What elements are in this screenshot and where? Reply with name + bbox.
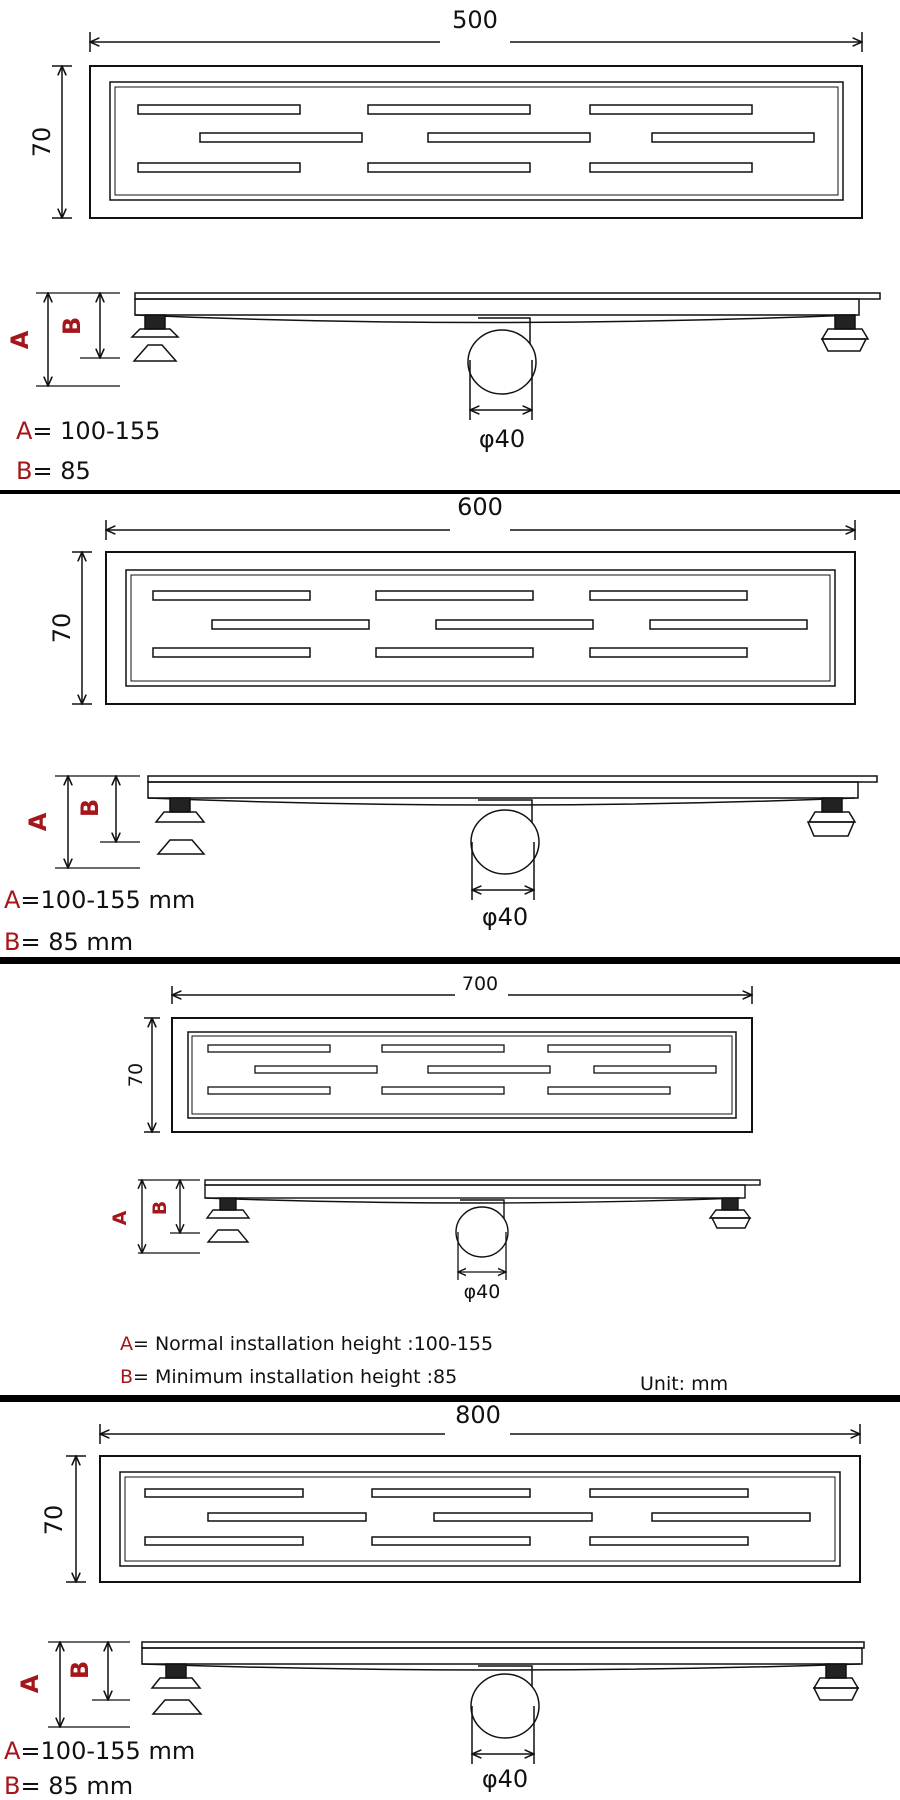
separator-line xyxy=(0,490,900,494)
grate-slots xyxy=(152,590,808,658)
b-label: B xyxy=(149,1201,171,1215)
height-label: 70 xyxy=(125,1063,147,1087)
separator-line xyxy=(0,957,900,964)
panel-800: 800 70 xyxy=(4,1401,865,1800)
legend-a: A= Normal installation height :100-155 xyxy=(120,1333,493,1355)
drain-side-view xyxy=(130,292,881,395)
a-label: A xyxy=(16,1674,44,1693)
legend-a: A=100-155 mm xyxy=(4,886,195,914)
pipe-diameter-label: φ40 xyxy=(482,1765,528,1793)
pipe-diameter-label: φ40 xyxy=(482,903,528,931)
drain-plate-top-view xyxy=(171,1017,753,1133)
unit-label: Unit: mm xyxy=(640,1373,728,1395)
pipe-diameter-label: φ40 xyxy=(479,425,525,453)
height-label: 70 xyxy=(40,1505,68,1536)
a-label: A xyxy=(109,1210,131,1225)
legend-b: B= Minimum installation height :85 xyxy=(120,1366,457,1388)
pipe-diameter-label: φ40 xyxy=(464,1281,501,1303)
width-label: 800 xyxy=(455,1401,501,1429)
grate-slots xyxy=(144,1488,811,1546)
drain-plate-top-view xyxy=(99,1455,861,1583)
grate-slots xyxy=(207,1044,717,1095)
legend-a: A= 100-155 xyxy=(16,417,160,445)
separator-line xyxy=(0,1395,900,1402)
panel-600: 600 70 xyxy=(4,493,878,956)
b-label: B xyxy=(58,317,86,335)
b-label: B xyxy=(76,799,104,817)
drain-plate-top-view xyxy=(89,65,863,219)
height-label: 70 xyxy=(28,127,56,158)
panel-500: 500 70 xyxy=(6,6,881,485)
a-label: A xyxy=(24,812,52,831)
width-label: 700 xyxy=(462,973,498,995)
drain-side-view xyxy=(141,1641,865,1739)
grate-slots xyxy=(137,104,815,173)
panel-700: 700 70 xyxy=(109,973,761,1395)
drain-side-view xyxy=(147,775,878,875)
drain-side-view xyxy=(204,1179,761,1258)
a-label: A xyxy=(6,330,34,349)
legend-a: A=100-155 mm xyxy=(4,1737,195,1765)
drain-plate-top-view xyxy=(105,551,856,705)
legend-b: B= 85 mm xyxy=(4,1772,133,1800)
height-label: 70 xyxy=(48,613,76,644)
width-label: 500 xyxy=(452,6,498,34)
b-label: B xyxy=(66,1661,94,1679)
legend-b: B= 85 xyxy=(16,457,91,485)
legend-b: B= 85 mm xyxy=(4,928,133,956)
width-label: 600 xyxy=(457,493,503,521)
